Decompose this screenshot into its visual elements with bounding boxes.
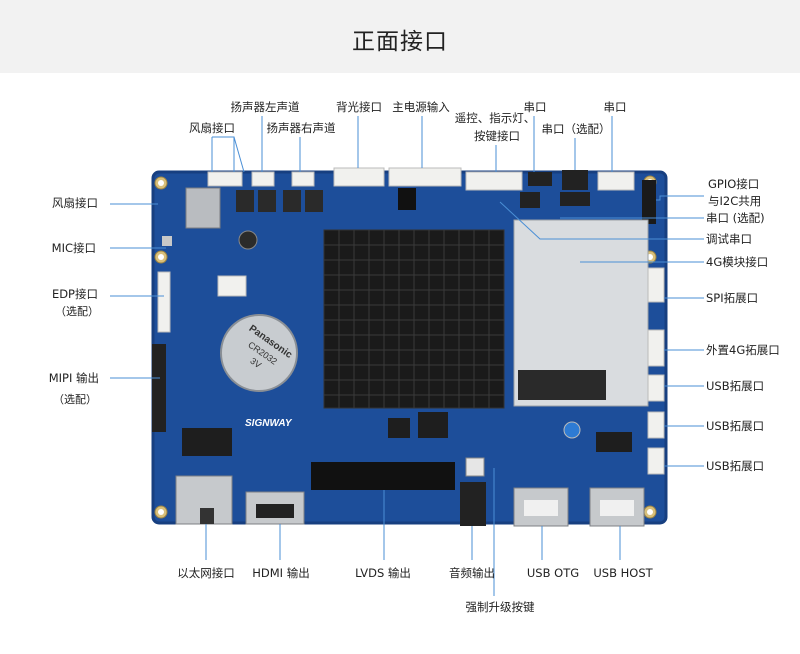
mini-pcie-socket bbox=[518, 370, 606, 400]
label-hdmi: HDMI 输出 bbox=[252, 566, 310, 580]
label-serial-top1: 串口 bbox=[523, 100, 547, 114]
edp-connector bbox=[157, 271, 171, 333]
board-photo: Panasonic CR2032 3V SIGNWAY bbox=[110, 116, 704, 596]
label-fan-left: 风扇接口 bbox=[52, 196, 98, 210]
fan-connector-left bbox=[217, 275, 247, 297]
mic-connector bbox=[162, 236, 172, 246]
ext-4g-connector bbox=[647, 329, 665, 367]
label-serial-optional-right: 串口 (选配) bbox=[706, 211, 765, 225]
spi-connector bbox=[647, 267, 665, 303]
lvds-header bbox=[311, 462, 455, 490]
leader-lines bbox=[110, 116, 704, 596]
label-mipi-optional: （选配） bbox=[53, 393, 97, 406]
label-spi-ext: SPI拓展口 bbox=[706, 291, 759, 305]
label-gpio-line1: GPIO接口 bbox=[708, 177, 760, 191]
label-mipi: MIPI 输出 bbox=[48, 371, 99, 385]
label-debug-serial: 调试串口 bbox=[706, 232, 752, 246]
serial-header-opt bbox=[562, 170, 588, 190]
chip-eth bbox=[182, 428, 232, 456]
backlight-connector bbox=[333, 167, 385, 187]
label-usb-host: USB HOST bbox=[593, 566, 653, 580]
mipi-connector bbox=[152, 344, 166, 432]
wifi-module bbox=[185, 187, 221, 229]
usb-ext-connector-1 bbox=[647, 374, 665, 402]
label-remote-line1: 遥控、指示灯、 bbox=[454, 111, 536, 125]
label-usb-ext-1: USB拓展口 bbox=[706, 379, 765, 393]
coin-battery: Panasonic CR2032 3V bbox=[220, 314, 298, 392]
usb-ext-connector-2 bbox=[647, 411, 665, 439]
power-connector bbox=[388, 167, 462, 187]
label-serial-top2: 串口 bbox=[603, 100, 627, 114]
label-edp: EDP接口 bbox=[51, 287, 98, 301]
label-usb-otg: USB OTG bbox=[526, 566, 580, 580]
speaker-right-connector bbox=[291, 171, 315, 187]
serial-header-1 bbox=[528, 172, 552, 186]
label-ext-4g: 外置4G拓展口 bbox=[706, 343, 780, 357]
label-edp-optional: （选配） bbox=[55, 305, 99, 318]
label-serial-optional: 串口（选配） bbox=[541, 122, 611, 136]
fan-connector-top bbox=[207, 171, 243, 187]
label-force-upgrade: 强制升级按键 bbox=[465, 600, 535, 614]
label-speaker-left: 扬声器左声道 bbox=[230, 100, 300, 114]
label-backlight: 背光接口 bbox=[336, 100, 382, 114]
audio-jack bbox=[460, 482, 486, 526]
label-usb-ext-2: USB拓展口 bbox=[706, 419, 765, 433]
label-ethernet: 以太网接口 bbox=[177, 566, 235, 580]
label-gpio-line2: 与I2C共用 bbox=[708, 194, 762, 208]
label-lvds: LVDS 输出 bbox=[355, 566, 411, 580]
label-fan-top: 风扇接口 bbox=[189, 121, 235, 135]
speaker-left-connector bbox=[251, 171, 275, 187]
header-bar bbox=[0, 0, 800, 73]
label-mic: MIC接口 bbox=[51, 241, 96, 255]
serial-header-right bbox=[560, 192, 590, 206]
label-speaker-right: 扬声器右声道 bbox=[266, 121, 336, 135]
debug-header bbox=[520, 192, 540, 208]
board-logo-text: SIGNWAY bbox=[245, 418, 293, 429]
label-remote-line2: 按键接口 bbox=[474, 129, 520, 143]
label-4g-module: 4G模块接口 bbox=[706, 255, 769, 269]
serial-connector-2 bbox=[597, 171, 635, 191]
gpio-header bbox=[642, 180, 656, 224]
label-main-power: 主电源输入 bbox=[392, 100, 450, 114]
label-usb-ext-3: USB拓展口 bbox=[706, 459, 765, 473]
page-title: 正面接口 bbox=[352, 29, 448, 55]
remote-connector bbox=[465, 171, 523, 191]
upgrade-button bbox=[465, 457, 485, 477]
label-audio: 音频输出 bbox=[449, 566, 495, 580]
usb-ext-connector-3 bbox=[647, 447, 665, 475]
heatsink bbox=[323, 229, 505, 409]
